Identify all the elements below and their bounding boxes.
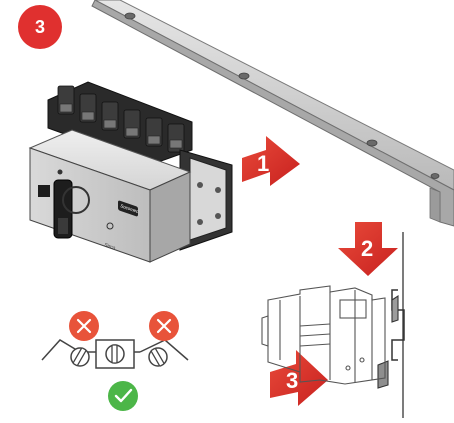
arrow-1-label: 1 xyxy=(257,151,269,176)
brand-label: Socomec xyxy=(120,203,140,214)
rail-mounting-hole xyxy=(124,12,440,179)
arrow-1: 1 xyxy=(242,136,300,186)
handle-positions xyxy=(41,311,189,411)
arrow-3-label: 3 xyxy=(286,368,298,393)
handle-left xyxy=(70,347,90,367)
handle-middle xyxy=(105,344,125,364)
transfer-switch: Sirco Socomec xyxy=(28,81,233,263)
check-mark-icon xyxy=(108,381,138,411)
arrow-2-label: 2 xyxy=(361,236,373,261)
product-label: Sirco xyxy=(103,242,116,251)
arrow-3: 3 xyxy=(270,350,328,406)
side-view-drawing xyxy=(261,232,405,418)
step-badge: 3 xyxy=(18,5,62,49)
handle-right xyxy=(148,347,168,367)
x-mark-icon xyxy=(69,311,99,341)
x-mark-icon xyxy=(149,311,179,341)
arrow-2: 2 xyxy=(338,222,398,276)
din-rail xyxy=(91,0,454,227)
